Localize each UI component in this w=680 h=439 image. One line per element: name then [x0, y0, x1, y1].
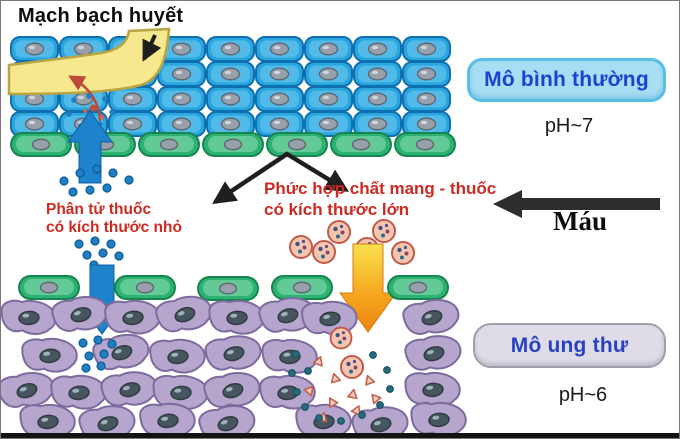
drug-leak-to-lymph: [66, 75, 115, 129]
normal-tissue-badge-label: Mô bình thường: [484, 68, 649, 91]
carrier-complex-label: Phức hợp chất mang - thuốc có kích thước…: [264, 178, 496, 220]
carrier-particles: [289, 219, 415, 265]
diagram-title: Mạch bạch huyết: [18, 5, 184, 27]
small-drug-label-line2: có kích thước nhỏ: [46, 218, 182, 236]
normal-tissue-badge: Mô bình thường: [467, 58, 666, 102]
blood-label: Máu: [553, 206, 607, 236]
small-drug-label: Phân tử thuốc có kích thước nhỏ: [46, 201, 182, 236]
small-drug-arrow-up: [67, 110, 113, 184]
small-drug-label-line1: Phân tử thuốc: [46, 201, 152, 218]
carrier-complex-label-line2: có kích thước lớn: [264, 200, 410, 219]
lymph-flow-arrow: [142, 34, 162, 62]
lymph-vessel: [7, 27, 171, 96]
tumor-ph-label: pH~6: [558, 384, 608, 406]
blood-arrow: [493, 190, 660, 218]
carrier-complex-label-line1: Phức hợp chất mang - thuốc: [264, 179, 497, 198]
tumor-tissue-badge: Mô ung thư: [473, 323, 666, 368]
small-drug-dots-lower: [74, 236, 124, 270]
tumor-cells: [1, 292, 469, 438]
bottom-border-bar: [1, 433, 679, 438]
split-arrow: [212, 151, 349, 204]
tumor-tissue-badge-label: Mô ung thư: [510, 333, 629, 357]
normal-ph-label: pH~7: [544, 115, 594, 137]
